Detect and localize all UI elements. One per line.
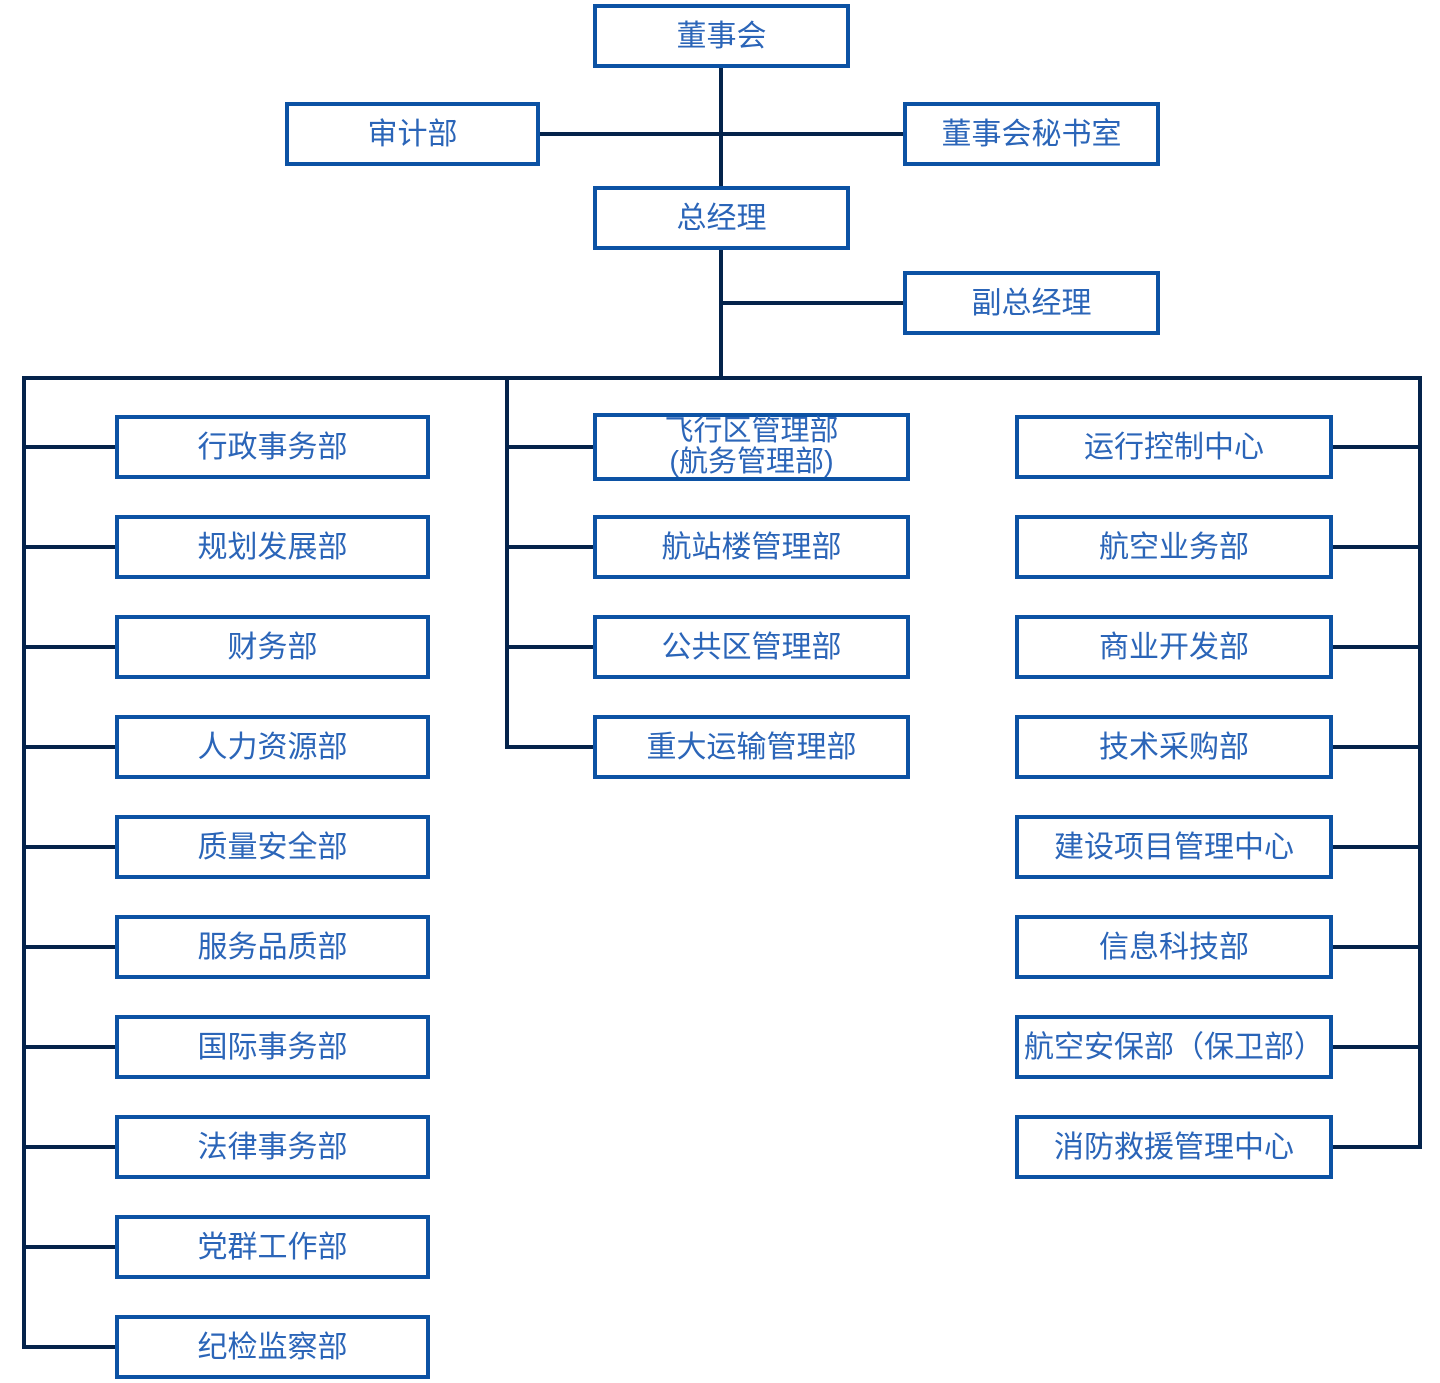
dept-node: 商业开发部 (1015, 615, 1333, 679)
dept-node: 航空业务部 (1015, 515, 1333, 579)
dept-node: 公共区管理部 (593, 615, 910, 679)
node-audit: 审计部 (285, 102, 540, 166)
connector-stub-middle-3 (507, 745, 593, 749)
connector-stub-left-7 (24, 1145, 115, 1149)
connector-stub-left-5 (24, 945, 115, 949)
dept-node: 飞行区管理部(航务管理部) (593, 413, 910, 481)
connector-stub-left-0 (24, 445, 115, 449)
dept-node: 消防救援管理中心 (1015, 1115, 1333, 1179)
dept-node: 航空安保部（保卫部） (1015, 1015, 1333, 1079)
node-deputy-general-manager-label: 副总经理 (971, 286, 1092, 320)
dept-label: 建设项目管理中心 (1054, 830, 1294, 864)
connector-middle-spine (505, 376, 509, 749)
connector-stub-middle-2 (507, 645, 593, 649)
dept-label: 行政事务部 (197, 430, 348, 464)
node-general-manager-label: 总经理 (676, 201, 767, 235)
dept-label-line2: (航务管理部) (669, 446, 834, 478)
connector-stub-right-4 (1333, 845, 1422, 849)
node-deputy-general-manager: 副总经理 (903, 271, 1160, 335)
dept-node: 重大运输管理部 (593, 715, 910, 779)
dept-label: 服务品质部 (197, 930, 348, 964)
dept-label: 运行控制中心 (1084, 430, 1264, 464)
connector-stub-left-4 (24, 845, 115, 849)
connector-left-spine (22, 376, 26, 1349)
dept-node: 行政事务部 (115, 415, 430, 479)
connector-stub-middle-1 (507, 545, 593, 549)
dept-node: 规划发展部 (115, 515, 430, 579)
connector-gm-to-deputy (721, 301, 903, 305)
node-board-secretary: 董事会秘书室 (903, 102, 1160, 166)
connector-stub-right-1 (1333, 545, 1422, 549)
node-audit-label: 审计部 (367, 117, 458, 151)
connector-stub-left-2 (24, 645, 115, 649)
connector-stub-right-7 (1333, 1145, 1422, 1149)
dept-node: 服务品质部 (115, 915, 430, 979)
connector-stub-left-3 (24, 745, 115, 749)
dept-node: 质量安全部 (115, 815, 430, 879)
node-board-secretary-label: 董事会秘书室 (941, 117, 1122, 151)
dept-label: 人力资源部 (197, 730, 348, 764)
dept-label: 公共区管理部 (661, 630, 842, 664)
dept-node: 技术采购部 (1015, 715, 1333, 779)
dept-label: 技术采购部 (1099, 730, 1249, 764)
connector-stub-right-0 (1333, 445, 1422, 449)
node-board: 董事会 (593, 4, 850, 68)
connector-right-spine (1418, 376, 1422, 1149)
connector-stub-left-8 (24, 1245, 115, 1249)
connector-board-to-gm (719, 68, 723, 186)
dept-label: 规划发展部 (197, 530, 348, 564)
dept-node: 财务部 (115, 615, 430, 679)
node-general-manager: 总经理 (593, 186, 850, 250)
dept-node: 航站楼管理部 (593, 515, 910, 579)
connector-gm-to-bus (719, 250, 723, 380)
dept-node: 党群工作部 (115, 1215, 430, 1279)
dept-label: 国际事务部 (197, 1030, 348, 1064)
dept-label: 党群工作部 (197, 1230, 348, 1264)
dept-label: 纪检监察部 (197, 1330, 348, 1364)
connector-stub-right-2 (1333, 645, 1422, 649)
node-board-label: 董事会 (676, 19, 767, 53)
dept-node: 国际事务部 (115, 1015, 430, 1079)
dept-label: 法律事务部 (197, 1130, 348, 1164)
connector-stub-left-9 (24, 1345, 115, 1349)
connector-stub-left-1 (24, 545, 115, 549)
dept-label: 重大运输管理部 (646, 730, 857, 764)
dept-label: 财务部 (227, 630, 318, 664)
connector-stub-right-5 (1333, 945, 1422, 949)
dept-node: 人力资源部 (115, 715, 430, 779)
dept-label: 飞行区管理部 (664, 415, 839, 447)
dept-node: 建设项目管理中心 (1015, 815, 1333, 879)
dept-label: 商业开发部 (1099, 630, 1249, 664)
connector-bus (22, 376, 1422, 380)
dept-node: 法律事务部 (115, 1115, 430, 1179)
dept-label: 质量安全部 (197, 830, 348, 864)
dept-label: 消防救援管理中心 (1054, 1130, 1294, 1164)
connector-audit-secretary (540, 132, 903, 136)
dept-node: 运行控制中心 (1015, 415, 1333, 479)
dept-label: 信息科技部 (1099, 930, 1249, 964)
dept-label: 航空业务部 (1099, 530, 1249, 564)
dept-node: 信息科技部 (1015, 915, 1333, 979)
connector-stub-middle-0 (507, 445, 593, 449)
dept-label: 航空安保部（保卫部） (1024, 1030, 1324, 1064)
dept-node: 纪检监察部 (115, 1315, 430, 1379)
connector-stub-right-3 (1333, 745, 1422, 749)
dept-label: 航站楼管理部 (661, 530, 842, 564)
connector-stub-left-6 (24, 1045, 115, 1049)
connector-stub-right-6 (1333, 1045, 1422, 1049)
